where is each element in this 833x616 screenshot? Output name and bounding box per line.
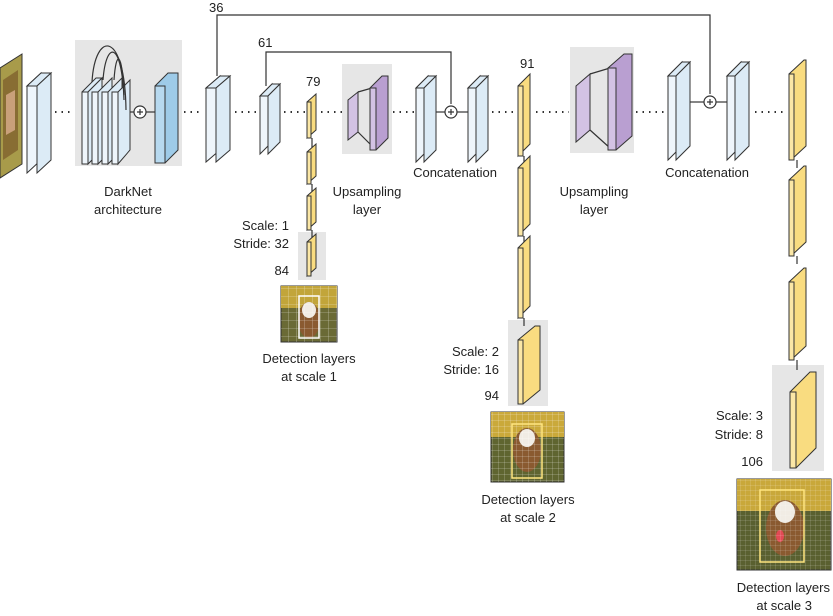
detection-image-scale-1 — [280, 285, 338, 343]
upsampling-layer-2 — [575, 53, 633, 151]
upsampling2-label-line1: Upsampling — [560, 184, 629, 199]
layer-label-79: 79 — [306, 74, 320, 89]
upsampling-layer-1 — [347, 75, 389, 151]
scale3-caption-line2: at scale 3 — [756, 598, 812, 613]
layer-label-91: 91 — [520, 56, 534, 71]
upsampling1-label-line1: Upsampling — [333, 184, 402, 199]
concatenation1-label: Concatenation — [413, 165, 497, 180]
scale2-caption-line2: at scale 2 — [500, 510, 556, 525]
scale3-detection-column — [788, 59, 817, 469]
scale2-scale-label: Scale: 2 — [452, 344, 499, 359]
darknet-stack — [81, 45, 179, 166]
scale2-detection-column — [517, 72, 541, 405]
upsampling2-label-line2: layer — [580, 202, 609, 217]
scale1-detection-column — [306, 92, 317, 278]
darknet-label-line2: architecture — [94, 202, 162, 217]
skip-label-36: 36 — [209, 0, 223, 15]
skip-connection-36 — [216, 14, 711, 94]
scale3-caption-line1: Detection layers — [737, 580, 831, 595]
layer-label-106: 106 — [741, 454, 763, 469]
layer-label-84: 84 — [275, 263, 289, 278]
conv-layer-61 — [258, 82, 282, 156]
layer-label-94: 94 — [485, 388, 499, 403]
skip-label-61: 61 — [258, 35, 272, 50]
scale3-stride-label: Stride: 8 — [715, 427, 763, 442]
concatenation-2 — [666, 60, 751, 162]
scale2-caption-line1: Detection layers — [481, 492, 575, 507]
skip-connection-61 — [265, 51, 452, 104]
scale2-stride-label: Stride: 16 — [443, 362, 499, 377]
scale1-caption-line1: Detection layers — [262, 351, 356, 366]
conv-layer-side — [36, 71, 52, 175]
upsampling1-label-line2: layer — [353, 202, 382, 217]
concatenation-1 — [414, 74, 490, 164]
detection-image-scale-3 — [736, 478, 832, 571]
input-image — [0, 53, 23, 179]
scale3-scale-label: Scale: 3 — [716, 408, 763, 423]
concatenation2-label: Concatenation — [665, 165, 749, 180]
detection-image-scale-2 — [490, 411, 565, 483]
scale1-scale-label: Scale: 1 — [242, 218, 289, 233]
scale1-caption-line2: at scale 1 — [281, 369, 337, 384]
conv-layer-36 — [204, 74, 232, 164]
scale1-stride-label: Stride: 32 — [233, 236, 289, 251]
darknet-label-line1: DarkNet — [104, 184, 152, 199]
